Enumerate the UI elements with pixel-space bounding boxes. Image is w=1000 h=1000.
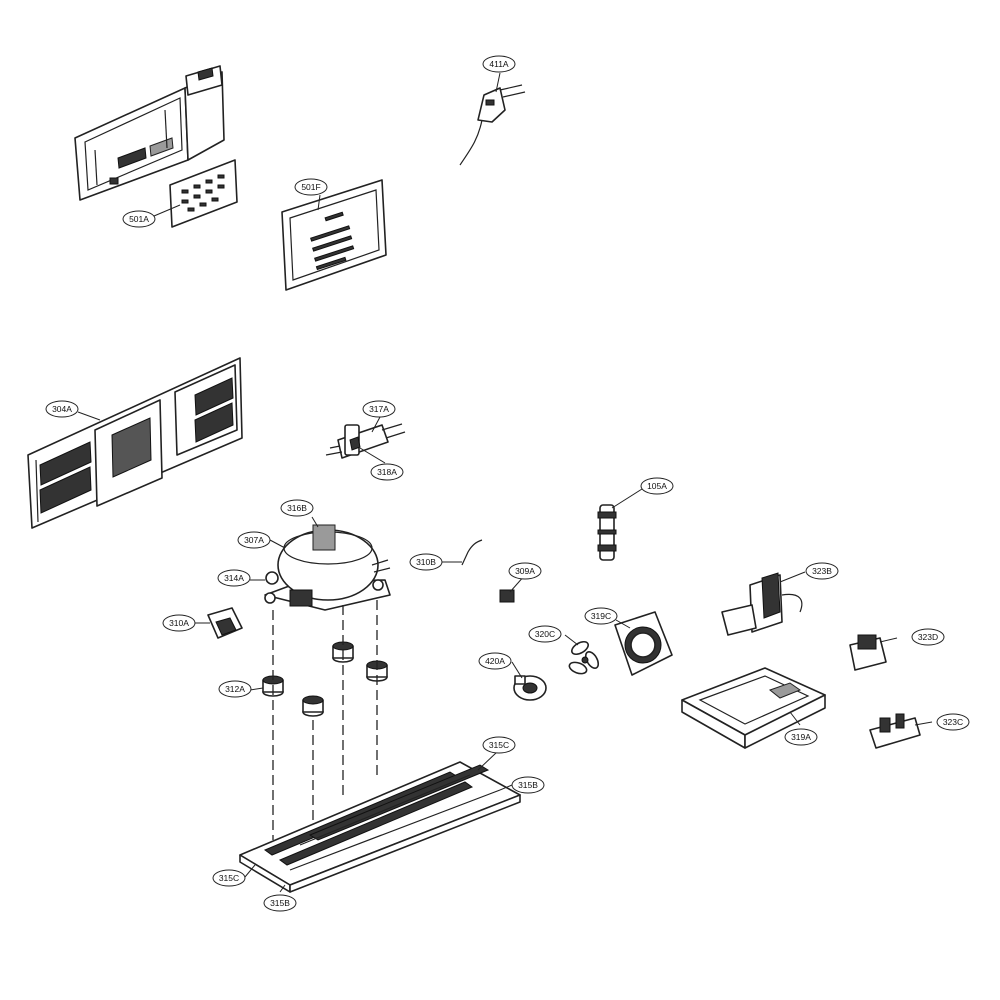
svg-text:310A: 310A xyxy=(169,618,189,628)
svg-text:307A: 307A xyxy=(244,535,264,545)
label-310A: 310A xyxy=(162,614,196,632)
svg-text:315B: 315B xyxy=(518,780,538,790)
display-panel-501A xyxy=(169,159,238,228)
svg-text:411A: 411A xyxy=(489,59,509,69)
label-411A: 411A xyxy=(482,55,516,73)
bracket-323B xyxy=(721,572,803,636)
label-318A: 318A xyxy=(370,463,404,481)
svg-text:315B: 315B xyxy=(270,898,290,908)
svg-text:318A: 318A xyxy=(377,467,397,477)
panel-501F xyxy=(281,179,387,291)
svg-text:315C: 315C xyxy=(489,740,509,750)
valve-317A-318A xyxy=(325,423,406,459)
svg-text:309A: 309A xyxy=(515,566,535,576)
label-319A: 319A xyxy=(784,728,818,746)
label-320C: 320C xyxy=(528,625,562,643)
label-307A: 307A xyxy=(237,531,271,549)
label-420A: 420A xyxy=(478,652,512,670)
label-501F: 501F xyxy=(294,178,328,196)
label-314A: 314A xyxy=(217,569,251,587)
svg-text:312A: 312A xyxy=(225,684,245,694)
label-317A: 317A xyxy=(362,400,396,418)
svg-text:319A: 319A xyxy=(791,732,811,742)
label-323C: 323C xyxy=(936,713,970,731)
svg-text:323C: 323C xyxy=(943,717,963,727)
label-309A: 309A xyxy=(508,562,542,580)
label-105A: 105A xyxy=(640,477,674,495)
label-310B: 310B xyxy=(409,553,443,571)
label-304A: 304A xyxy=(45,400,79,418)
motor-420A xyxy=(513,675,547,701)
label-323D: 323D xyxy=(911,628,945,646)
fan-blade-320C xyxy=(568,640,600,675)
relay-310A xyxy=(207,607,243,639)
svg-text:310B: 310B xyxy=(416,557,436,567)
label-323B: 323B xyxy=(805,562,839,580)
svg-text:314A: 314A xyxy=(224,573,244,583)
compressor-307A xyxy=(264,524,391,611)
part-323D xyxy=(849,634,887,671)
label-501A: 501A xyxy=(122,210,156,228)
tray-319A xyxy=(681,667,826,749)
svg-text:316B: 316B xyxy=(287,503,307,513)
fan-shroud-319C xyxy=(614,611,673,676)
svg-text:319C: 319C xyxy=(591,611,611,621)
fitting-105A xyxy=(597,504,617,561)
label-315B-top: 315B xyxy=(511,776,545,794)
tube-310B xyxy=(461,539,483,566)
svg-text:323D: 323D xyxy=(918,632,938,642)
svg-text:320C: 320C xyxy=(535,629,555,639)
label-315C-bottom: 315C xyxy=(212,869,246,887)
svg-text:323B: 323B xyxy=(812,566,832,576)
svg-text:420A: 420A xyxy=(485,656,505,666)
svg-text:501A: 501A xyxy=(129,214,149,224)
power-cord-411A xyxy=(459,84,526,166)
base-plate-315 xyxy=(239,761,521,893)
control-box-housing xyxy=(74,65,225,201)
label-319C: 319C xyxy=(584,607,618,625)
leader-lines xyxy=(77,72,933,893)
label-315C-top: 315C xyxy=(482,736,516,754)
label-316B: 316B xyxy=(280,499,314,517)
svg-text:315C: 315C xyxy=(219,873,239,883)
svg-text:501F: 501F xyxy=(301,182,320,192)
label-312A: 312A xyxy=(218,680,252,698)
part-323C xyxy=(869,713,921,749)
assembly-lines xyxy=(272,600,378,840)
svg-text:304A: 304A xyxy=(52,404,72,414)
rear-grille-304A xyxy=(27,357,243,529)
part-309A xyxy=(499,589,515,603)
svg-text:317A: 317A xyxy=(369,404,389,414)
rubber-feet-312A xyxy=(262,641,388,717)
svg-text:105A: 105A xyxy=(647,481,667,491)
label-315B-bottom: 315B xyxy=(263,894,297,912)
